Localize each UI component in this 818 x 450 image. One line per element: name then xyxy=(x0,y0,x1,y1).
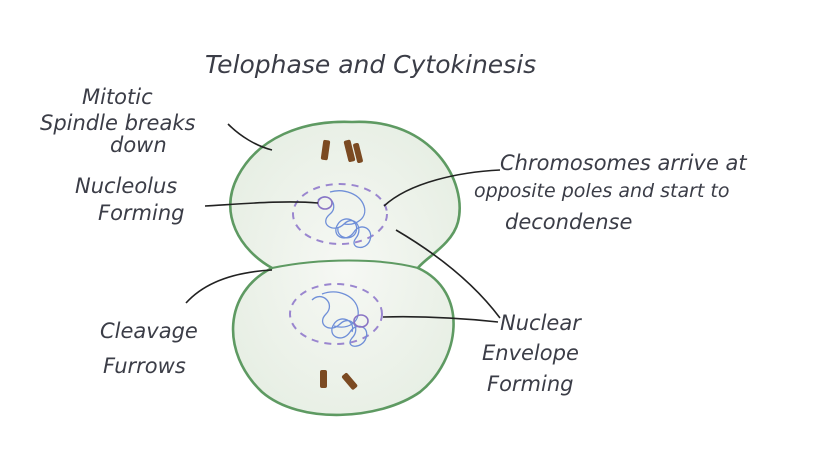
label-envelope: Nuclear Envelope Forming xyxy=(482,311,588,396)
centrioles-top xyxy=(320,139,363,164)
dividing-cell xyxy=(229,120,461,417)
leader-envelope-top xyxy=(395,229,501,319)
nucleus-bottom xyxy=(289,283,383,347)
label-spindle: Mitotic Spindle breaks down xyxy=(40,85,202,157)
leader-nucleolus xyxy=(204,201,319,207)
leader-cleavage xyxy=(185,269,273,304)
centrioles-bottom xyxy=(320,370,358,390)
chromatin-top xyxy=(317,190,372,248)
label-nucleolus: Nucleolus Forming xyxy=(75,174,185,225)
label-cleavage: Cleavage Furrows xyxy=(100,319,205,378)
chromatin-bottom xyxy=(311,291,368,347)
cleavage-furrow xyxy=(271,259,419,269)
nuclear-envelope-top xyxy=(292,183,388,245)
nucleus-top xyxy=(292,183,388,248)
diagram-title: Telophase and Cytokinesis xyxy=(205,50,536,79)
leader-chromosomes xyxy=(383,169,501,207)
cell-membrane xyxy=(229,120,461,417)
leader-lines xyxy=(185,123,501,323)
nucleolus-bottom xyxy=(353,314,369,328)
leader-spindle xyxy=(227,123,273,151)
leader-envelope-bottom xyxy=(382,315,499,323)
nuclear-envelope-bottom xyxy=(289,283,383,345)
label-chromosomes: Chromosomes arrive at opposite poles and… xyxy=(474,151,753,234)
